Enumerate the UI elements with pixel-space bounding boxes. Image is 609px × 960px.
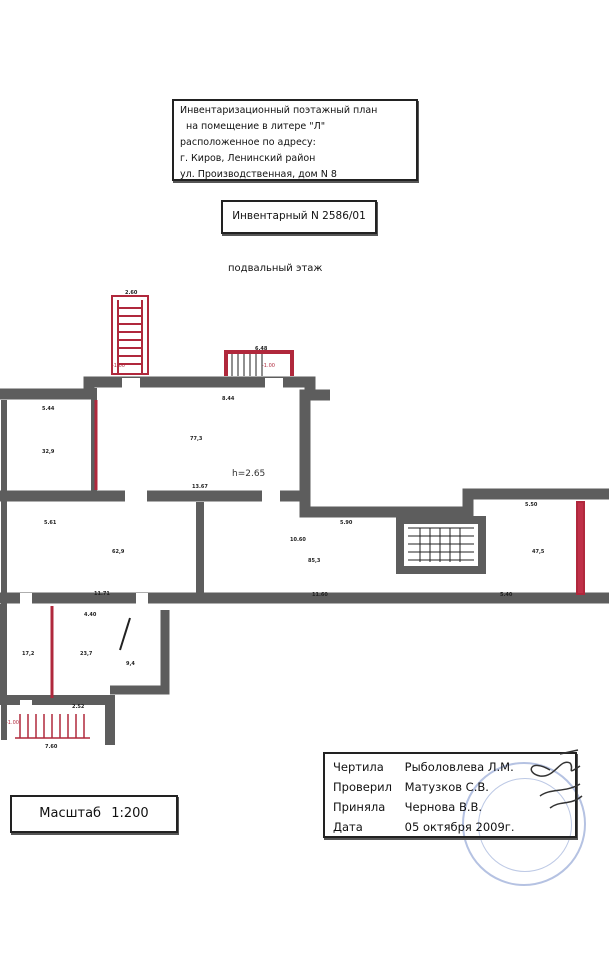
door (265, 378, 283, 390)
room-area: 47,5 (532, 549, 545, 555)
signature-row: Проверил Матузков С.В. (333, 780, 489, 794)
floor-label: подвальный этаж (228, 263, 323, 274)
dimension: 7.60 (45, 744, 58, 750)
official-stamp (462, 762, 586, 886)
scale-value: 1:200 (111, 806, 149, 821)
ceiling-height: h=2.65 (232, 469, 265, 479)
room-area: 17,2 (22, 651, 35, 657)
signature-row: Чертила Рыболовлева Л.М. (333, 760, 514, 774)
dimension: 10.60 (290, 537, 306, 543)
dimension: 5.40 (500, 592, 513, 598)
room-area: 85,3 (308, 558, 321, 564)
title-line: расположенное по адресу: (180, 137, 316, 148)
title-line: на помещение в литере "Л" (186, 121, 326, 132)
signature-row: Дата 05 октября 2009г. (333, 820, 515, 834)
room-area: 32,9 (42, 449, 55, 455)
signature-row: Приняла Чернова В.В. (333, 800, 483, 814)
dimension: 2.60 (125, 290, 138, 296)
title-line: г. Киров, Ленинский район (180, 153, 316, 164)
door (122, 378, 140, 390)
dimension: 6.48 (255, 346, 268, 352)
level-mark: -1.00 (6, 720, 19, 726)
dimension: 13.67 (192, 484, 208, 490)
door (262, 490, 280, 502)
dimension: 5.44 (42, 406, 55, 412)
scale-box: Масштаб 1:200 (10, 795, 178, 833)
dimension: 5.90 (340, 520, 353, 526)
dimension: 5.61 (44, 520, 57, 526)
room-area: 23,7 (80, 651, 93, 657)
dimension: 5.50 (525, 502, 538, 508)
signature-block: Чертила Рыболовлева Л.М. Проверил Матузк… (323, 752, 577, 838)
inventory-number: Инвентарный N 2586/01 (221, 200, 377, 234)
room-area: 77,3 (190, 436, 203, 442)
stair-core (396, 516, 486, 574)
stairs (15, 295, 585, 739)
scale-label: Масштаб (39, 806, 102, 821)
door (125, 490, 147, 502)
dimension: 8.44 (222, 396, 235, 402)
handwritten-signature (530, 749, 583, 809)
wall-middle (0, 488, 609, 518)
level-mark: -1.00 (112, 363, 125, 369)
walls (0, 376, 609, 745)
level-mark: -1.00 (262, 363, 275, 369)
dimension: 11.60 (312, 592, 328, 598)
dimension: 4.40 (84, 612, 97, 618)
room-area: 9,4 (126, 661, 135, 667)
room-area: 62,9 (112, 549, 125, 555)
title-block: Инвентаризационный поэтажный план на пом… (172, 99, 418, 181)
title-line: Инвентаризационный поэтажный план (180, 105, 378, 116)
dimension: 11.71 (94, 591, 110, 597)
dimension: 2.52 (72, 704, 85, 710)
title-line: ул. Производственная, дом N 8 (180, 169, 337, 180)
